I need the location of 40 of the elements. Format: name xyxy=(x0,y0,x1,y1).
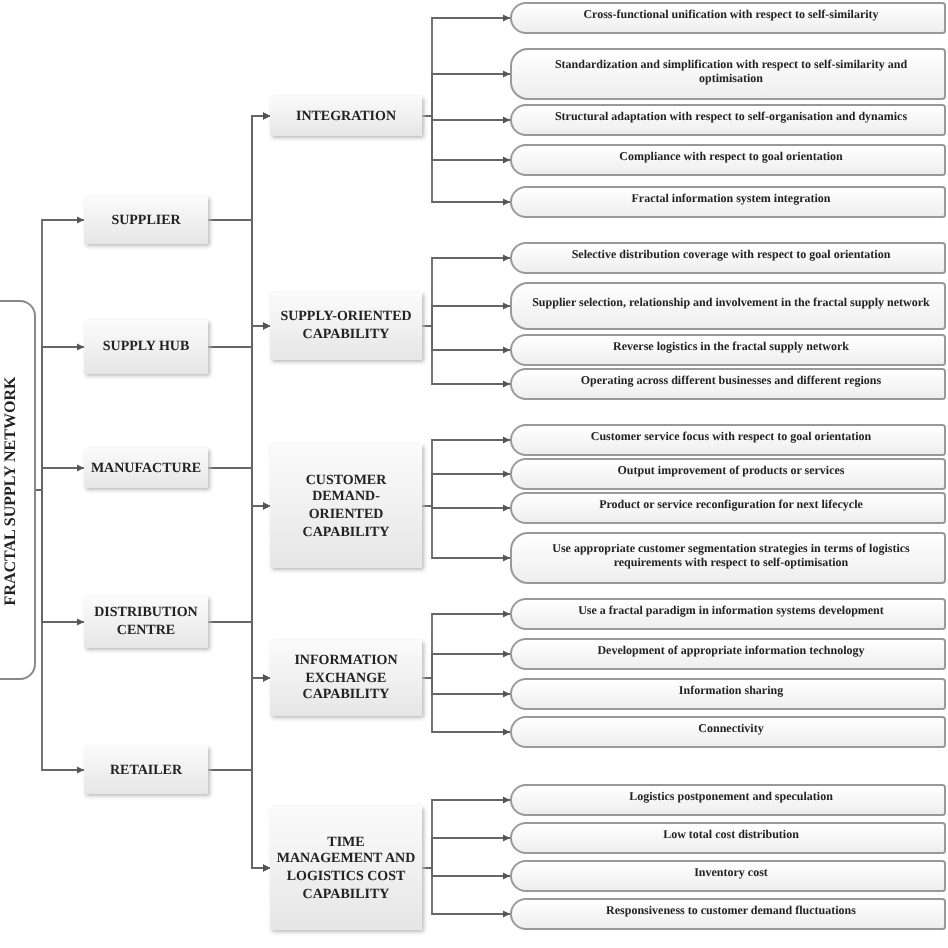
criterion-box xyxy=(510,898,946,930)
entity-box xyxy=(84,320,208,374)
criterion-box xyxy=(510,860,946,892)
criterion-box xyxy=(510,492,946,524)
connector-arrow xyxy=(421,677,511,736)
capability-box xyxy=(270,96,422,136)
connector-arrow xyxy=(421,867,511,918)
criterion-box xyxy=(510,282,946,330)
entity-box xyxy=(84,448,208,488)
entity-box xyxy=(84,596,208,648)
criterion-box xyxy=(510,2,946,34)
criterion-box xyxy=(510,48,946,100)
capability-box xyxy=(270,444,422,568)
connector-arrow xyxy=(35,464,85,491)
criterion-box xyxy=(510,104,946,136)
connector-arrow xyxy=(421,115,511,206)
connector-arrow xyxy=(207,769,271,872)
criterion-box xyxy=(510,598,946,630)
criterion-box xyxy=(510,784,946,816)
criterion-box xyxy=(510,368,946,400)
criterion-box xyxy=(510,144,946,176)
entity-box xyxy=(84,746,208,794)
capability-box xyxy=(270,640,422,716)
criterion-box xyxy=(510,458,946,490)
criterion-box xyxy=(510,424,946,456)
node-label: FRACTAL SUPPLY NETWORK xyxy=(1,375,19,605)
connector-arrow xyxy=(421,505,511,562)
criterion-box xyxy=(510,822,946,854)
criterion-box xyxy=(510,242,946,274)
criterion-box xyxy=(510,532,946,584)
criterion-box xyxy=(510,678,946,710)
criterion-box xyxy=(510,334,946,366)
connector-arrow xyxy=(35,489,85,774)
connector-arrow xyxy=(421,325,511,388)
entity-box xyxy=(84,196,208,244)
criterion-box xyxy=(510,716,946,748)
criterion-box xyxy=(510,186,946,218)
capability-box xyxy=(270,292,422,360)
criterion-box xyxy=(510,638,946,670)
capability-box xyxy=(270,806,422,930)
